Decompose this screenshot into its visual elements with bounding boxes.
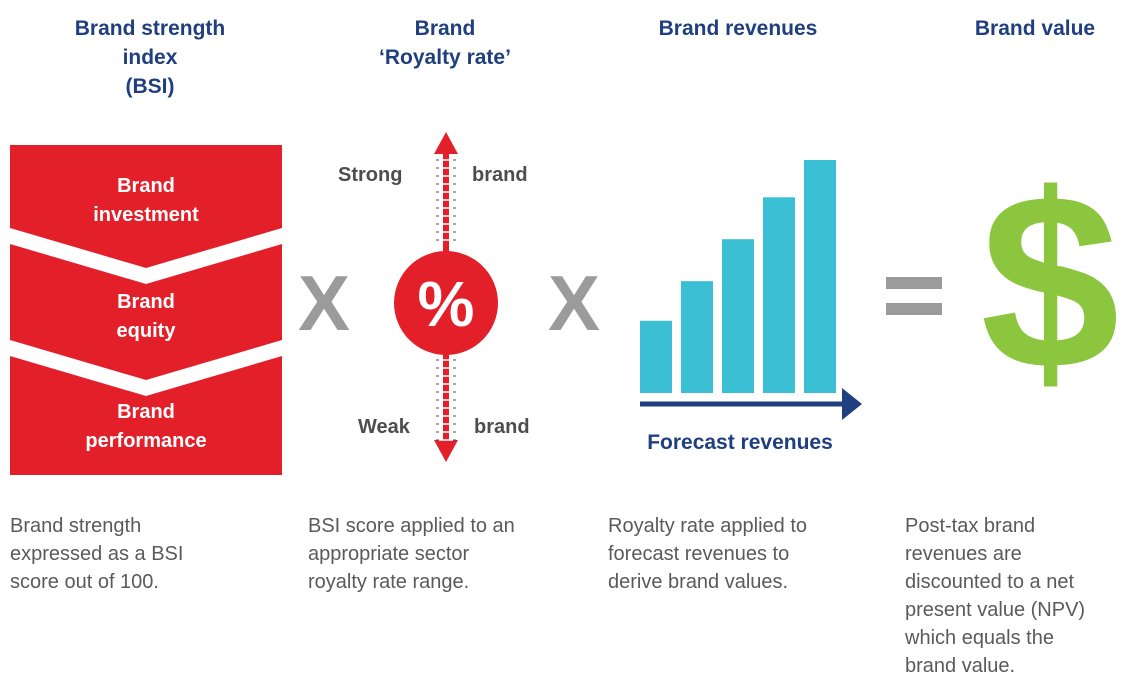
revenue-bar bbox=[804, 160, 836, 393]
description-bsi: Brand strength expressed as a BSI score … bbox=[10, 515, 184, 593]
description-royalty: BSI score applied to an appropriate sect… bbox=[308, 515, 515, 593]
revenue-bar bbox=[763, 197, 795, 393]
header-royalty-rate: Brand ‘Royalty rate’ bbox=[379, 17, 511, 69]
forecast-arrow bbox=[640, 388, 862, 420]
scale-arrow-up bbox=[434, 132, 458, 154]
header-brand-revenues: Brand revenues bbox=[658, 17, 818, 40]
forecast-revenues-label: Forecast revenues bbox=[647, 431, 833, 454]
percent-circle bbox=[394, 251, 498, 355]
revenue-bar bbox=[640, 320, 672, 393]
label-weak: Weak bbox=[358, 416, 410, 438]
bsi-box-background bbox=[10, 145, 282, 475]
label-brand-performance: Brand performance bbox=[85, 401, 207, 452]
times-operator-1: X bbox=[298, 259, 351, 347]
header-bsi: Brand strength index (BSI) bbox=[74, 17, 226, 98]
bsi-box bbox=[10, 145, 282, 475]
label-brand-weak: brand bbox=[474, 416, 530, 438]
label-brand-equity: Brand equity bbox=[116, 291, 176, 342]
scale-ticks bbox=[436, 159, 456, 441]
royalty-scale bbox=[394, 132, 498, 462]
bsi-chevron-1 bbox=[10, 228, 282, 284]
dollar-symbol: $ bbox=[980, 142, 1119, 421]
label-strong: Strong bbox=[338, 164, 403, 186]
label-brand-investment: Brand investment bbox=[93, 175, 199, 226]
bsi-chevron-2 bbox=[10, 340, 282, 396]
equals-sign bbox=[886, 277, 942, 315]
label-brand-strong: brand bbox=[472, 164, 528, 186]
header-brand-value: Brand value bbox=[974, 17, 1096, 40]
description-value: Post-tax brand revenues are discounted t… bbox=[905, 515, 1086, 677]
revenue-bars bbox=[640, 160, 836, 393]
description-revenues: Royalty rate applied to forecast revenue… bbox=[608, 515, 808, 593]
revenue-bar bbox=[681, 281, 713, 393]
percent-symbol: % bbox=[418, 268, 475, 340]
scale-arrow-down bbox=[434, 440, 458, 462]
times-operator-2: X bbox=[548, 259, 601, 347]
revenue-bar bbox=[722, 239, 754, 393]
